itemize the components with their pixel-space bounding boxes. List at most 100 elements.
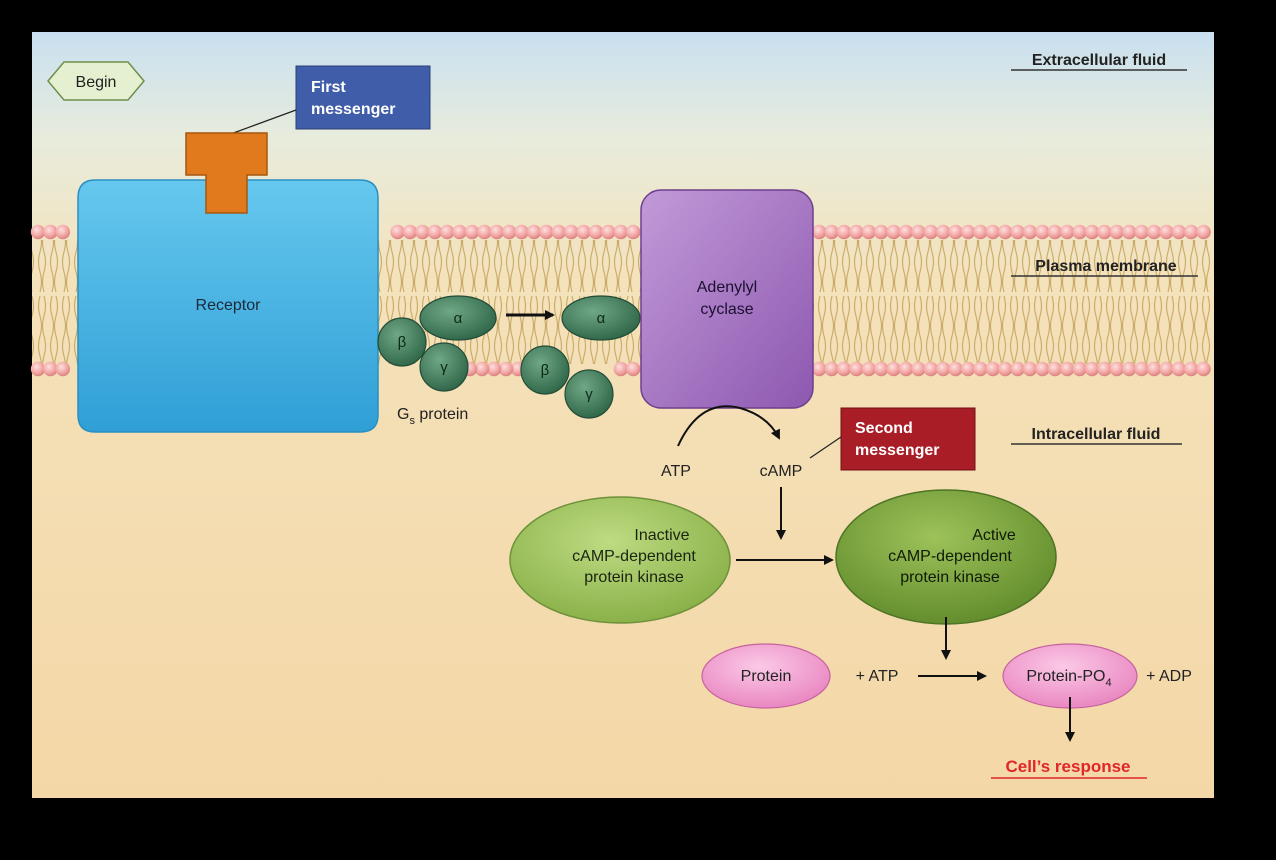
membrane-heads-top: [30, 224, 1211, 240]
lipid-head: [613, 361, 628, 377]
lipid-head: [936, 224, 951, 240]
lipid-head: [526, 224, 542, 240]
inactive-label-line2: cAMP-dependent: [572, 548, 696, 565]
lipid-head: [1159, 224, 1174, 240]
lipid-head: [1184, 224, 1199, 240]
lipid-head: [43, 224, 58, 240]
lipid-head: [898, 361, 914, 377]
lipid-head: [874, 361, 889, 377]
lipid-head: [30, 224, 46, 240]
lipid-head: [390, 224, 405, 240]
inactive-label-line1: Inactive: [634, 527, 689, 544]
receptor-label: Receptor: [196, 297, 262, 314]
lipid-head: [836, 224, 852, 240]
lipid-head: [1134, 361, 1149, 377]
lipid-head: [911, 361, 926, 377]
lipid-head: [1097, 361, 1112, 377]
gs-gamma-subunit: [419, 342, 469, 392]
begin-tag: Begin: [47, 61, 145, 101]
gs-alpha-label: α: [454, 310, 463, 327]
lipid-head: [502, 224, 517, 240]
lipid-head: [998, 224, 1013, 240]
cells-response-label: Cell’s response: [1005, 757, 1130, 776]
protein-po4-label: Protein-PO4: [1026, 668, 1111, 689]
gs-beta-label: β: [398, 334, 407, 351]
lipid-head: [613, 224, 628, 240]
gs-beta-subunit: [377, 317, 427, 367]
lipid-head: [960, 361, 976, 377]
second-messenger-leader: [809, 436, 842, 459]
lipid-head: [886, 224, 901, 240]
lipid-head: [1047, 361, 1063, 377]
lipid-head: [1097, 224, 1112, 240]
svg-text:Begin: Begin: [76, 74, 117, 91]
lipid-head: [1184, 361, 1199, 377]
adenylyl-cyclase: [640, 189, 814, 409]
gs-protein-label: Gs protein: [397, 406, 468, 427]
lipid-head: [551, 224, 566, 240]
plus-adp-label: + ADP: [1146, 668, 1192, 685]
lipid-head: [923, 361, 938, 377]
beta-subunit-free: [520, 345, 570, 395]
lipid-head: [1122, 224, 1137, 240]
lipid-head: [1109, 361, 1125, 377]
lipid-head: [1146, 224, 1162, 240]
lipid-head: [1047, 224, 1063, 240]
lipid-head: [464, 224, 480, 240]
second-messenger-line2: messenger: [855, 442, 940, 459]
lipid-head: [911, 224, 926, 240]
receptor: [77, 179, 379, 433]
lipid-head: [948, 361, 963, 377]
lipid-head: [898, 224, 914, 240]
lipid-head: [948, 224, 963, 240]
inactive-protein-kinase: [509, 496, 731, 624]
lipid-head: [824, 361, 839, 377]
lipid-head: [55, 361, 70, 377]
lipid-head: [812, 361, 827, 377]
lipid-head: [588, 224, 604, 240]
lipid-head: [836, 361, 852, 377]
plasma-membrane-label: Plasma membrane: [1035, 258, 1177, 275]
gs-gamma-label: γ: [440, 359, 448, 376]
lipid-head: [1109, 224, 1125, 240]
lipid-head: [824, 224, 839, 240]
active-label-line2: cAMP-dependent: [888, 548, 1012, 565]
lipid-head: [498, 361, 514, 377]
lipid-head: [1134, 224, 1149, 240]
inactive-label-line3: protein kinase: [584, 569, 684, 586]
lipid-head: [43, 361, 58, 377]
lipid-head: [1171, 224, 1187, 240]
lipid-head: [985, 361, 1000, 377]
lipid-head: [1035, 361, 1050, 377]
atp-label: ATP: [661, 463, 691, 480]
lipid-head: [415, 224, 430, 240]
first-messenger-hormone: [185, 132, 268, 214]
lipid-head: [1159, 361, 1174, 377]
active-label-line1: Active: [972, 527, 1016, 544]
plus-atp-label: + ATP: [856, 668, 899, 685]
lipid-head: [452, 224, 467, 240]
first-messenger-leader: [227, 109, 297, 136]
adenylyl-label-line2: cyclase: [700, 301, 753, 318]
lipid-head: [874, 224, 889, 240]
lipid-head: [1035, 224, 1050, 240]
lipid-head: [849, 224, 864, 240]
lipid-head: [427, 224, 442, 240]
beta-free-label: β: [541, 362, 550, 379]
lipid-head: [601, 224, 616, 240]
membrane-heads-bottom: [30, 361, 1211, 377]
lipid-head: [998, 361, 1013, 377]
atp-to-camp-arrow: [677, 405, 780, 447]
gamma-free-label: γ: [585, 386, 593, 403]
gamma-subunit-free: [564, 369, 614, 419]
protein-label: Protein: [741, 668, 792, 685]
active-label-line3: protein kinase: [900, 569, 1000, 586]
lipid-head: [1171, 361, 1187, 377]
activated-alpha-label: α: [597, 310, 606, 327]
lipid-head: [1122, 361, 1137, 377]
lipid-head: [985, 224, 1000, 240]
intracellular-fluid-label: Intracellular fluid: [1032, 426, 1161, 443]
lipid-head: [960, 224, 976, 240]
lipid-head: [861, 361, 876, 377]
